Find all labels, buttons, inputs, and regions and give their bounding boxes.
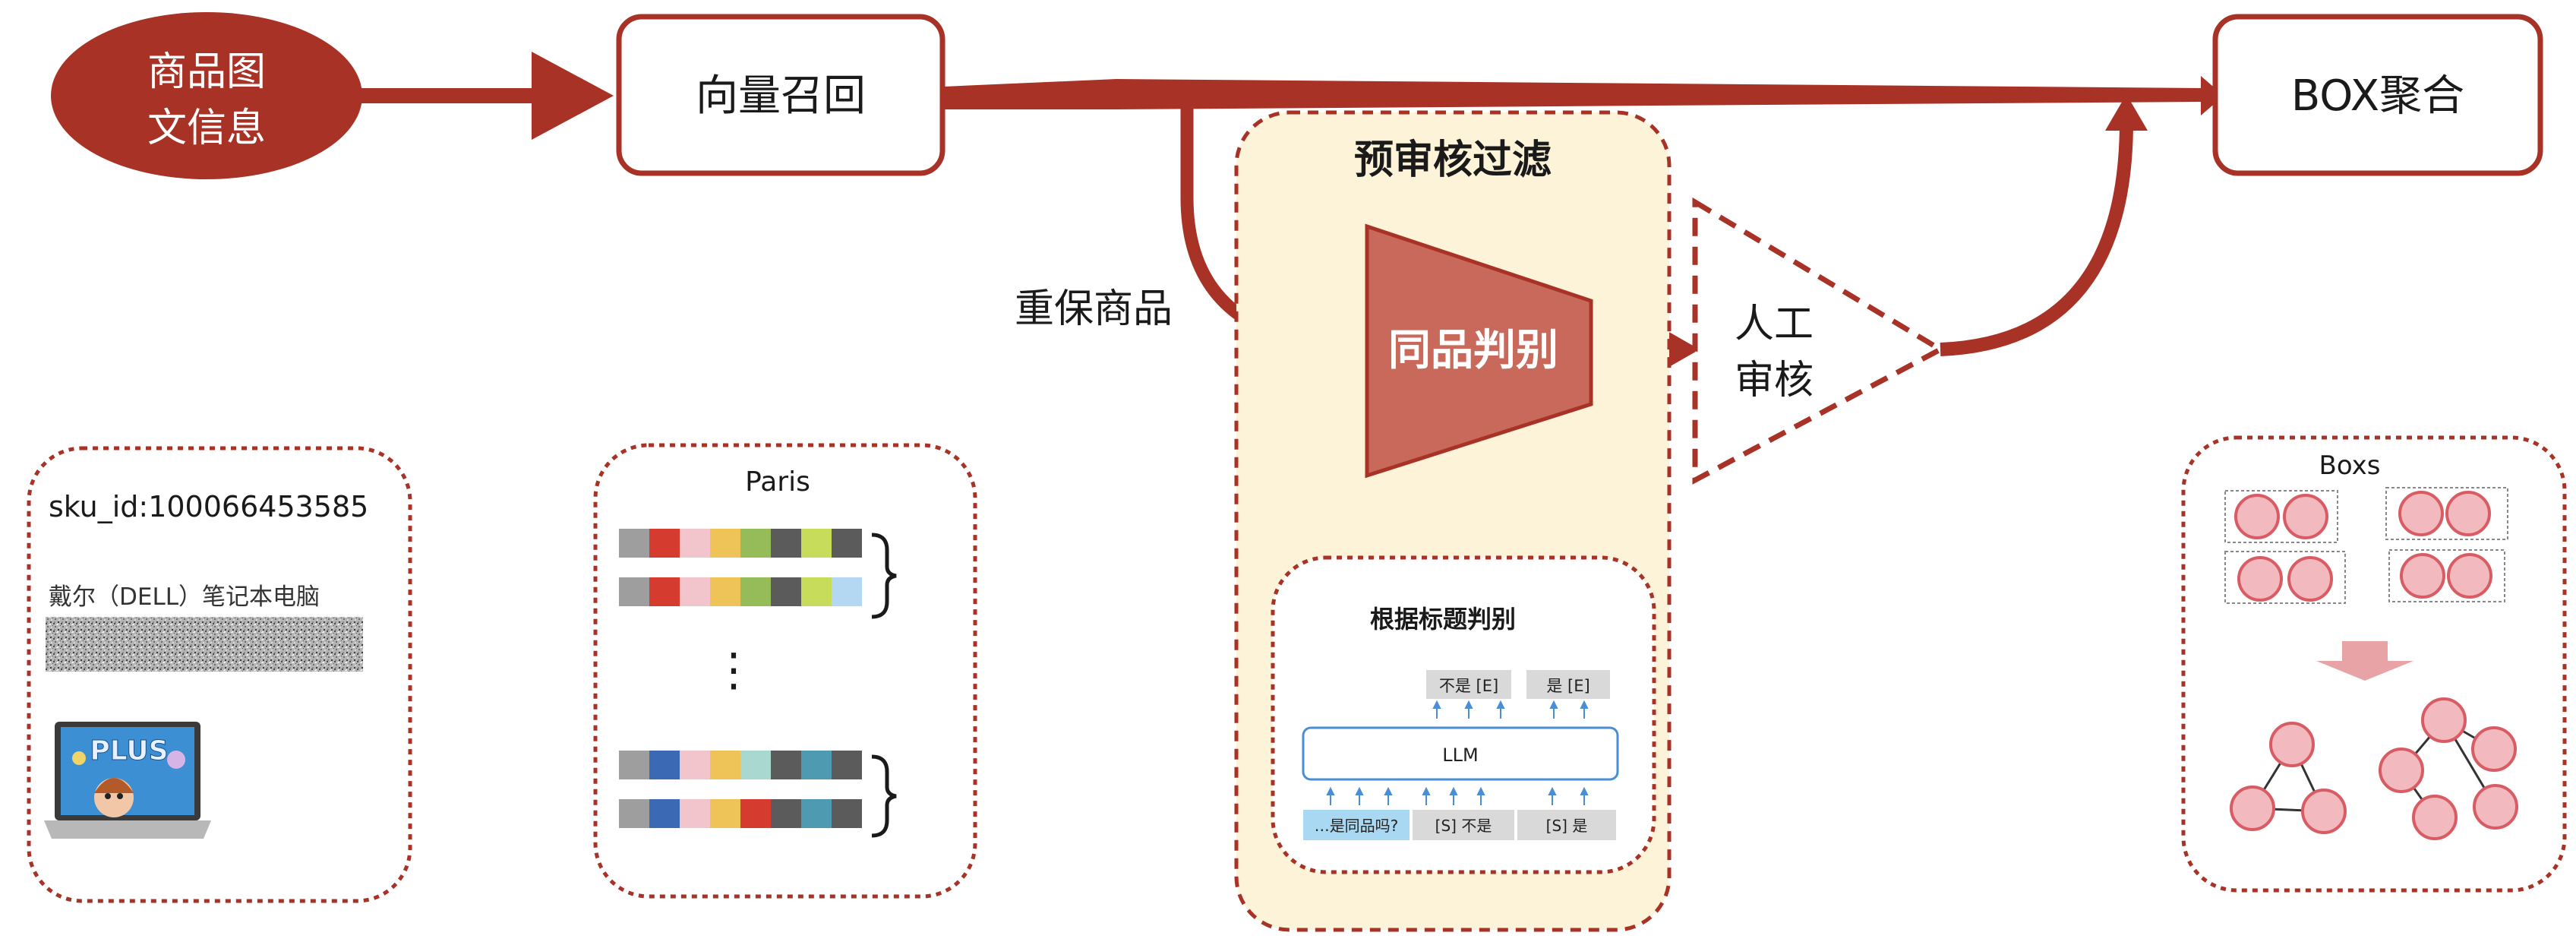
pair-color-block — [680, 577, 710, 606]
manual-review-node: 人工 审核 — [1692, 197, 1946, 485]
pairs-brace-top — [871, 533, 897, 619]
boxs-down-arrow — [2316, 641, 2413, 681]
recall-node: 向量召回 — [616, 14, 945, 176]
pair-color-block — [619, 751, 649, 779]
pair-color-block — [771, 577, 801, 606]
pair-color-block — [801, 577, 832, 606]
key-products-label: 重保商品 — [1015, 286, 1173, 332]
source-label-line2: 文信息 — [147, 106, 266, 151]
manual-review-line2: 审核 — [1735, 358, 1814, 403]
arrowhead-up — [2105, 94, 2148, 131]
pair-color-block — [680, 799, 710, 828]
pair-color-block — [619, 799, 649, 828]
pairs-card: Paris ⋮ — [593, 443, 977, 899]
pair-color-block — [710, 751, 740, 779]
pair-color-block — [771, 751, 801, 779]
pair-color-block — [710, 529, 740, 558]
sku-text: sku_id:100066453585 — [49, 490, 368, 523]
pair-color-block — [740, 799, 771, 828]
pair-color-block — [619, 529, 649, 558]
pair-color-block — [801, 799, 832, 828]
same-product-label: 同品判别 — [1388, 326, 1558, 375]
output-no-box — [1426, 670, 1511, 699]
llm-card: 根据标题判别 不是 [E] 是 [E] LLM …是同品吗? [S] 不是 — [1271, 555, 1656, 874]
pair-color-block — [832, 577, 862, 606]
laptop-plus-text: PLUS — [90, 735, 168, 767]
input-question-box — [1303, 810, 1410, 840]
pair-color-block — [619, 577, 649, 606]
line-recall-to-box — [944, 79, 2202, 109]
pair-color-block — [832, 751, 862, 779]
curve-manual-to-merge — [1940, 121, 2133, 356]
input-question-text: …是同品吗? — [1315, 817, 1399, 835]
box-circles — [2234, 491, 2492, 602]
box-groups — [2224, 487, 2508, 604]
llm-up-arrows-bottom — [1326, 786, 1589, 805]
pairs-brace-bottom — [871, 754, 897, 838]
input-yes-text: [S] 是 — [1546, 817, 1588, 835]
pair-color-block — [710, 799, 740, 828]
output-no-text: 不是 [E] — [1439, 677, 1498, 695]
pair-color-block — [680, 751, 710, 779]
pair-color-block — [801, 751, 832, 779]
input-yes-box — [1517, 810, 1616, 840]
source-label-line1: 商品图 — [147, 49, 266, 95]
boxs-card: Boxs — [2181, 435, 2567, 893]
input-no-text: [S] 不是 — [1435, 817, 1492, 835]
noise-image — [46, 617, 363, 672]
input-no-box — [1413, 810, 1514, 840]
recall-label: 向量召回 — [696, 71, 866, 121]
output-yes-text: 是 [E] — [1546, 677, 1589, 695]
llm-box — [1302, 726, 1619, 781]
pairs-title: Paris — [745, 466, 810, 498]
graph-nodes — [2230, 697, 2518, 840]
pair-color-block — [649, 577, 680, 606]
pair-color-block — [649, 799, 680, 828]
same-product-node: 同品判别 — [1365, 223, 1593, 479]
laptop-image: PLUS — [44, 722, 211, 839]
pair-color-block — [740, 577, 771, 606]
output-yes-box — [1526, 670, 1610, 699]
pair-color-block — [771, 799, 801, 828]
pair-color-block — [832, 529, 862, 558]
pairs-rows — [619, 529, 862, 828]
pair-color-block — [771, 529, 801, 558]
pair-color-block — [832, 799, 862, 828]
llm-label: LLM — [1442, 744, 1478, 766]
llm-up-arrows-top — [1432, 700, 1589, 719]
prereview-title: 预审核过滤 — [1354, 138, 1552, 183]
arrow-source-to-recall — [357, 52, 614, 140]
pair-color-block — [740, 751, 771, 779]
pair-color-block — [801, 529, 832, 558]
box-merge-label: BOX聚合 — [2291, 71, 2464, 121]
pair-color-block — [680, 529, 710, 558]
pairs-ellipsis: ⋮ — [711, 643, 756, 697]
product-title: 戴尔（DELL）笔记本电脑 — [49, 583, 320, 611]
product-card: sku_id:100066453585 戴尔（DELL）笔记本电脑 PLUS — [27, 446, 412, 903]
pair-color-block — [710, 577, 740, 606]
llm-card-title: 根据标题判别 — [1370, 605, 1516, 634]
pair-color-block — [740, 529, 771, 558]
source-node: 商品图 文信息 — [51, 12, 362, 179]
arrowhead-box-merge — [2201, 76, 2224, 115]
pair-color-block — [649, 751, 680, 779]
box-merge-node: BOX聚合 — [2212, 14, 2543, 176]
manual-review-line1: 人工 — [1735, 302, 1814, 347]
pair-color-block — [649, 529, 680, 558]
boxs-title: Boxs — [2319, 450, 2381, 481]
